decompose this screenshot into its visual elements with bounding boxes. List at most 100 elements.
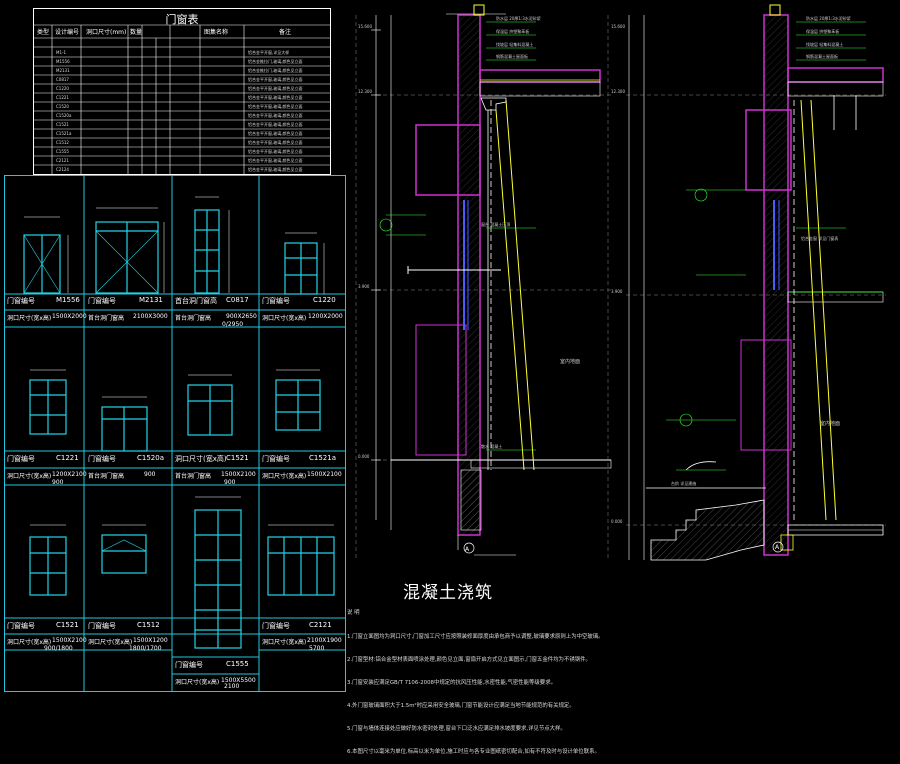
col-header-qty: 数量 [130, 29, 143, 36]
w12-size: 2100X1900 [307, 637, 342, 644]
note-line: 6.本图尺寸以毫米为单位,标高以米为单位,施工时应与各专业图纸密切配合,如有不符… [347, 749, 600, 756]
left-axis-label: A [465, 546, 470, 553]
w9-code-label: 门窗编号 [7, 622, 35, 630]
svg-text:铝合金平开窗,玻璃,颜色见立面: 铝合金平开窗,玻璃,颜色见立面 [248, 112, 303, 118]
w8-code-label: 门窗编号 [262, 455, 290, 463]
svg-text:3.900: 3.900 [358, 284, 370, 289]
w7-size-label: 首台洞门窗高 [175, 473, 212, 480]
svg-text:钢筋混凝土屋面板: 钢筋混凝土屋面板 [496, 53, 528, 59]
note-line: 说 明 [347, 610, 360, 617]
extra-value: 900 [52, 479, 64, 486]
col-header-code: 设计编号 [55, 29, 80, 36]
svg-text:15.600: 15.600 [611, 24, 625, 29]
w6-size: 900 [144, 471, 156, 478]
w2-code: M2131 [139, 296, 163, 304]
w8-size-label: 洞口尺寸(宽x高) [262, 473, 307, 480]
col-header-size: 洞口尺寸(mm) [86, 29, 127, 36]
w11-code-label: 门窗编号 [175, 661, 203, 669]
w12-code: C2121 [309, 621, 332, 629]
w3-size-label: 首台洞门窗高 [175, 315, 212, 322]
w6-code: C1520a [137, 454, 164, 462]
col-header-type: 类型 [37, 29, 50, 36]
svg-text:铝合金推拉门,玻璃,颜色见立面: 铝合金推拉门,玻璃,颜色见立面 [248, 58, 303, 64]
w12-code-label: 门窗编号 [262, 622, 290, 630]
svg-text:12.300: 12.300 [611, 89, 625, 94]
svg-text:铝合金平开窗,玻璃,颜色见立面: 铝合金平开窗,玻璃,颜色见立面 [248, 166, 303, 172]
w5-size: 1200X2100 [52, 471, 87, 478]
note-line: 3.门窗安装应满足GB/T 7106-2008中规定的抗风压性能,水密性能,气密… [347, 679, 556, 686]
w9-size-label: 洞口尺寸(宽x高) [7, 639, 52, 646]
w4-size-label: 洞口尺寸(宽x高) [262, 315, 307, 322]
drawing-title: 混凝土浇筑 [403, 583, 493, 603]
extra-value: 900/1800 [44, 645, 73, 652]
svg-text:铝合金平开窗,玻璃,颜色见立面: 铝合金平开窗,玻璃,颜色见立面 [248, 85, 303, 91]
w8-code: C1521a [309, 454, 336, 462]
svg-text:散水 混凝土: 散水 混凝土 [481, 443, 502, 449]
svg-text:铝合金平开窗,玻璃,颜色见立面: 铝合金平开窗,玻璃,颜色见立面 [248, 157, 303, 163]
svg-text:M1556: M1556 [56, 59, 70, 64]
svg-text:C1520a: C1520a [56, 113, 72, 118]
w12-size-label: 洞口尺寸(宽x高) [262, 639, 307, 646]
svg-text:防水层 20厚1:3水泥砂浆: 防水层 20厚1:3水泥砂浆 [806, 15, 851, 21]
extra-value: 2100 [224, 683, 240, 690]
w5-code: C1221 [56, 454, 79, 462]
right-axis-label: A [775, 544, 780, 551]
svg-text:找坡层 轻集料混凝土: 找坡层 轻集料混凝土 [806, 41, 843, 47]
right-room-label: 室内地面 [820, 421, 841, 427]
svg-text:M2131: M2131 [56, 68, 70, 73]
w6-code-label: 门窗编号 [88, 455, 116, 463]
note-line: 2.门窗型材:铝合金型材表面喷涂处理,颜色见立面,窗扇开启方式见立面图示,门窗五… [347, 656, 591, 663]
extra-value: 1800/1700 [129, 645, 162, 652]
w1-size: 1500X2000 [52, 313, 87, 320]
svg-text:窗台 混凝土压顶: 窗台 混凝土压顶 [481, 221, 510, 227]
svg-text:0.000: 0.000 [611, 519, 623, 524]
w7-code: C1521 [226, 454, 249, 462]
general-notes: 说 明 1.门窗立面图均为洞口尺寸,门窗加工尺寸应按照装修面厚度由承包商予以调整… [347, 595, 892, 764]
svg-text:铝合金推拉门,玻璃,颜色见立面: 铝合金推拉门,玻璃,颜色见立面 [248, 67, 303, 73]
svg-text:C1521: C1521 [56, 122, 69, 127]
w7-code-label: 洞口尺寸(宽x高) [175, 455, 227, 463]
w3-size: 900X2650 [226, 313, 257, 320]
note-line: 4.外门窗玻璃面积大于1.5m²时应采用安全玻璃,门窗节能设计应满足当地节能规范… [347, 702, 575, 709]
w4-size: 1200X2000 [308, 313, 343, 320]
w7-size: 1500X2100 [221, 471, 256, 478]
svg-text:防水层 20厚1:3水泥砂浆: 防水层 20厚1:3水泥砂浆 [496, 15, 541, 21]
w11-size-label: 洞口尺寸(宽x高) [175, 679, 220, 686]
note-line: 1.门窗立面图均为洞口尺寸,门窗加工尺寸应按照装修面厚度由承包商予以调整,玻璃要… [347, 633, 604, 640]
w10-code-label: 门窗编号 [88, 622, 116, 630]
svg-text:C1555: C1555 [56, 149, 69, 154]
svg-text:铝合金平开窗,玻璃,颜色见立面: 铝合金平开窗,玻璃,颜色见立面 [248, 148, 303, 154]
w4-code-label: 门窗编号 [262, 297, 290, 305]
svg-text:M1-1: M1-1 [56, 50, 66, 55]
w10-size-label: 洞口尺寸(宽x高) [88, 639, 133, 646]
svg-text:C1221: C1221 [56, 95, 69, 100]
w8-size: 1500X2100 [307, 471, 342, 478]
w2-size-label: 首台洞门窗高 [88, 315, 125, 322]
svg-text:铝合金平开窗,玻璃,颜色见立面: 铝合金平开窗,玻璃,颜色见立面 [248, 103, 303, 109]
svg-text:保温层 挤塑聚苯板: 保温层 挤塑聚苯板 [496, 28, 529, 34]
w1-code-label: 门窗编号 [7, 297, 35, 305]
svg-text:钢筋混凝土屋面板: 钢筋混凝土屋面板 [806, 53, 838, 59]
schedule-title: 门窗表 [165, 13, 199, 26]
svg-text:铝合金平开窗,玻璃,颜色见立面: 铝合金平开窗,玻璃,颜色见立面 [248, 130, 303, 136]
window-elevation-grid: 门窗编号 M1556 洞口尺寸(宽x高) 1500X2000 门窗编号 M213… [4, 175, 346, 692]
w4-code: C1220 [313, 296, 336, 304]
svg-text:0.000: 0.000 [358, 454, 370, 459]
svg-text:铝合金平开窗,玻璃,颜色见立面: 铝合金平开窗,玻璃,颜色见立面 [248, 94, 303, 100]
w2-size: 2100X3000 [133, 313, 168, 320]
w10-size: 1500X1200 [133, 637, 168, 644]
w2-code-label: 门窗编号 [88, 297, 116, 305]
w1-size-label: 洞口尺寸(宽x高) [7, 315, 52, 322]
extra-value: 0/2950 [222, 321, 244, 328]
w1-code: M1556 [56, 296, 80, 304]
svg-text:3.900: 3.900 [611, 289, 623, 294]
svg-text:铝合金平开窗,详见大样: 铝合金平开窗,详见大样 [248, 49, 289, 55]
extra-value: 5700 [309, 645, 325, 652]
svg-text:C0817: C0817 [56, 77, 69, 82]
extra-value: 900 [224, 479, 236, 486]
note-line: 5.门窗与墙体连接处应做好防水密封处理,窗台下口泛水应满足排水坡度要求,详见节点… [347, 725, 566, 732]
window-schedule-table: 门窗表 M1-1 [33, 8, 331, 175]
svg-text:找坡层 轻集料混凝土: 找坡层 轻集料混凝土 [496, 41, 533, 47]
